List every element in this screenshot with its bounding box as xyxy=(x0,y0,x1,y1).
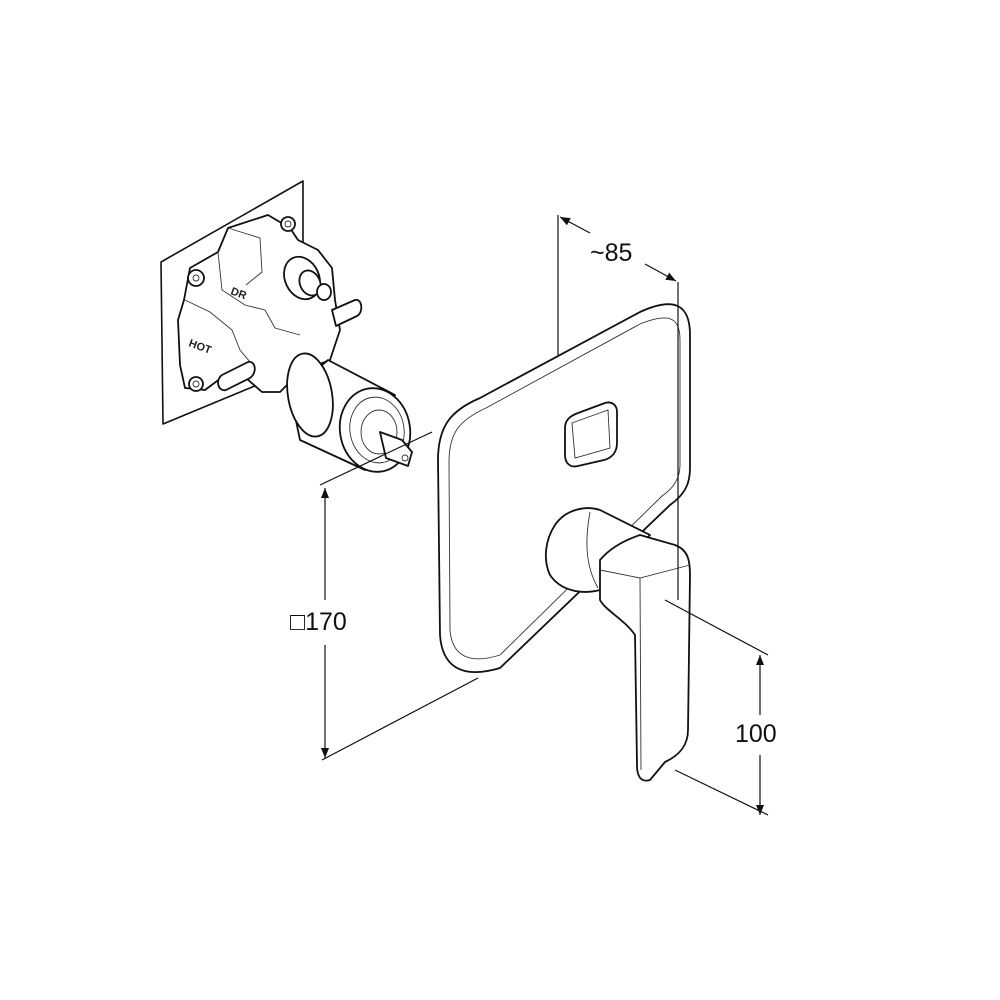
valve-cartridge xyxy=(286,352,413,473)
cover-plate xyxy=(437,303,691,673)
plate-size-value: 170 xyxy=(305,608,347,636)
handle-length-dimension xyxy=(664,599,769,816)
concealed-valve-body: DR HOT xyxy=(177,214,363,393)
square-symbol: □ xyxy=(290,608,306,636)
plate-size-dimension xyxy=(319,431,479,761)
mixer-handle xyxy=(544,507,691,782)
diverter-button xyxy=(564,401,618,468)
depth-label: ~85 xyxy=(588,239,635,267)
plate-size-label: □170 xyxy=(288,610,349,635)
depth-dimension xyxy=(557,215,679,600)
diverter-marking: DR xyxy=(229,286,248,303)
handle-length-label: 100 xyxy=(733,720,779,748)
